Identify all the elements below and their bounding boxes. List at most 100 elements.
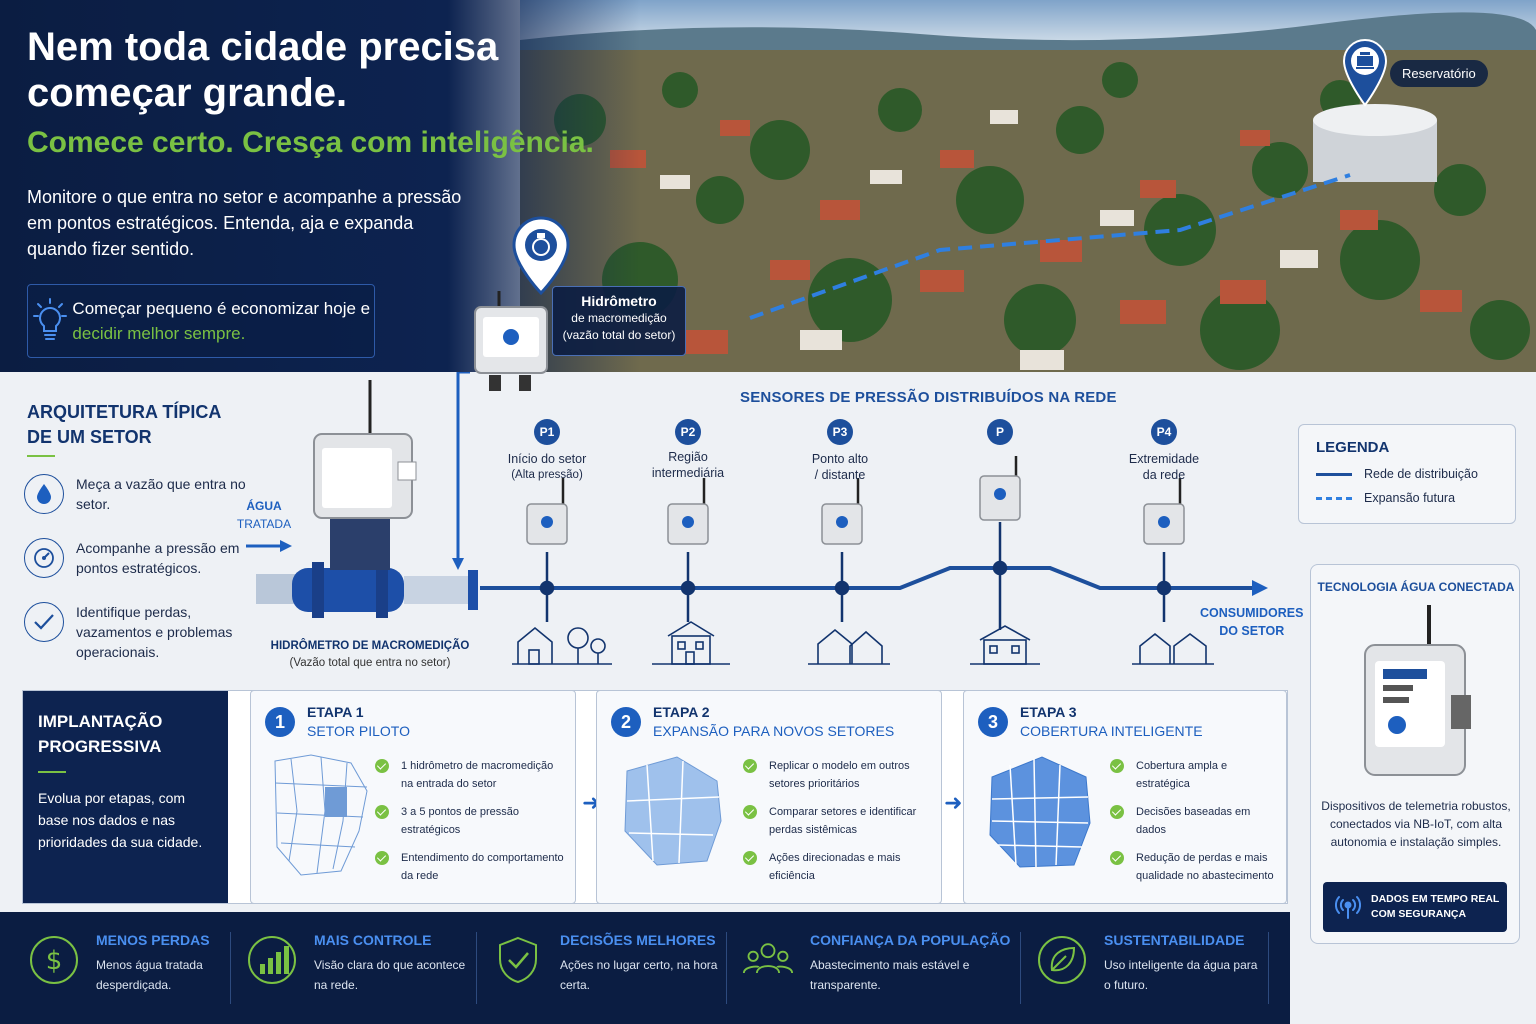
sensor-badge: P3 <box>827 419 853 445</box>
architecture-underline <box>27 455 55 457</box>
list-item: 3 a 5 pontos de pressão estratégicos <box>375 803 565 839</box>
check-icon <box>743 851 757 865</box>
stage-subtitle: COBERTURA INTELIGENTE <box>1020 723 1203 739</box>
check-icon <box>743 805 757 819</box>
sensor-badge: P1 <box>534 419 560 445</box>
hero-title: Nem toda cidade precisa começar grande. <box>27 25 499 115</box>
technology-box: TECNOLOGIA ÁGUA CONECTADA Dispositivos d… <box>1310 564 1520 944</box>
stage-arrow-icon: ➜ <box>944 790 963 815</box>
benefit-sustainability: SUSTENTABILIDADE Uso inteligente da água… <box>1036 912 1257 1024</box>
hero-subtitle: Comece certo. Cresça com inteligência. <box>27 126 594 159</box>
benefits-bar: $ MENOS PERDAS Menos água tratada desper… <box>0 912 1290 1024</box>
check-icon <box>1110 805 1124 819</box>
divider <box>476 932 477 1004</box>
sector-consumers-label: CONSUMIDORES DO SETOR <box>1200 606 1304 638</box>
list-item: 1 hidrômetro de macromedição na entrada … <box>375 757 565 793</box>
stage-number: 2 <box>611 707 641 737</box>
technology-description: Dispositivos de telemetria robustos, con… <box>1321 799 1511 849</box>
check-icon <box>375 759 389 773</box>
reservoir-pin-icon <box>1342 38 1388 113</box>
leaf-icon <box>1036 934 1088 986</box>
meter-device-icon <box>469 291 553 400</box>
stage-3-list: Cobertura ampla e estratégica Decisões b… <box>1110 757 1282 895</box>
divider <box>1268 932 1269 1004</box>
pressure-sensors-title: SENSORES DE PRESSÃO DISTRIBUÍDOS NA REDE <box>740 389 1117 406</box>
implantation-side: IMPLANTAÇÃO PROGRESSIVA Evolua por etapa… <box>23 691 228 903</box>
gauge-icon <box>24 538 64 578</box>
benefit-more-control: MAIS CONTROLE Visão clara do que acontec… <box>246 912 466 1024</box>
stage-2-card: 2 ETAPA 2 EXPANSÃO PARA NOVOS SETORES Re… <box>596 690 942 904</box>
list-item: Cobertura ampla e estratégica <box>1110 757 1282 793</box>
stage-title: ETAPA 1 <box>307 704 364 720</box>
sensor-badge: P4 <box>1151 419 1177 445</box>
arch-item-pressure: Acompanhe a pressão em pontos estratégic… <box>24 538 246 578</box>
hero-section: Nem toda cidade precisa começar grande. … <box>0 0 1536 372</box>
meter-pin-icon <box>512 216 570 301</box>
signal-icon <box>1335 896 1361 919</box>
implantation-title: IMPLANTAÇÃO PROGRESSIVA <box>38 712 163 756</box>
list-item: Ações direcionadas e mais eficiência <box>743 849 933 885</box>
stage-subtitle: EXPANSÃO PARA NOVOS SETORES <box>653 723 895 739</box>
sensor-p3: P3 Ponto alto/ distante <box>780 419 900 483</box>
macro-meter-caption: HIDRÔMETRO DE MACROMEDIÇÃO (Vazão total … <box>270 640 470 669</box>
benefit-population-trust: CONFIANÇA DA POPULAÇÃO Abastecimento mai… <box>742 912 1012 1024</box>
check-icon <box>375 805 389 819</box>
hero-tip-highlight: decidir melhor sempre. <box>72 324 246 343</box>
implantation-description: Evolua por etapas, com base nos dados e … <box>38 790 203 850</box>
check-circle-icon <box>24 602 64 642</box>
check-icon <box>375 851 389 865</box>
shield-check-icon <box>492 934 544 986</box>
arch-item-flow: Meça a vazão que entra no setor. <box>24 474 246 514</box>
coverage-map-icon <box>989 756 1091 868</box>
stage-number: 1 <box>265 707 295 737</box>
stage-1-list: 1 hidrômetro de macromedição na entrada … <box>375 757 565 895</box>
divider <box>726 932 727 1004</box>
svg-text:$: $ <box>46 946 63 976</box>
legend-box: LEGENDA Rede de distribuição Expansão fu… <box>1298 424 1516 524</box>
stage-number: 3 <box>978 707 1008 737</box>
hero-tip-text: Começar pequeno é economizar hoje e deci… <box>72 299 371 343</box>
stage-2-list: Replicar o modelo em outros setores prio… <box>743 757 933 895</box>
treated-water-label: ÁGUA TRATADA <box>236 499 292 531</box>
telemetry-device-icon <box>1364 605 1471 776</box>
technology-title: TECNOLOGIA ÁGUA CONECTADA <box>1317 580 1515 594</box>
city-aerial-image <box>520 0 1536 372</box>
architecture-title: ARQUITETURA TÍPICA DE UM SETOR <box>27 402 221 447</box>
dollar-icon: $ <box>28 934 80 986</box>
list-item: Redução de perdas e mais qualidade no ab… <box>1110 849 1282 885</box>
hero-tip-box: Começar pequeno é economizar hoje e deci… <box>27 284 375 358</box>
benefit-better-decisions: DECISÕES MELHORES Ações no lugar certo, … <box>492 912 717 1024</box>
legend-solid: Rede de distribuição <box>1316 467 1478 481</box>
check-icon <box>1110 851 1124 865</box>
sensor-p-extra: P <box>960 419 1040 445</box>
sector-map-icon <box>274 754 368 876</box>
water-drop-icon <box>24 474 64 514</box>
sectors-map-icon <box>624 756 722 866</box>
network-diagram <box>246 372 1268 665</box>
bar-chart-icon <box>246 934 298 986</box>
people-icon <box>742 934 794 986</box>
stage-3-card: 3 ETAPA 3 COBERTURA INTELIGENTE Cobertur… <box>963 690 1287 904</box>
stage-subtitle: SETOR PILOTO <box>307 723 410 739</box>
list-item: Replicar o modelo em outros setores prio… <box>743 757 933 793</box>
divider <box>1020 932 1021 1004</box>
list-item: Entendimento do comportamento da rede <box>375 849 565 885</box>
reservoir-label: Reservatório <box>1390 60 1488 87</box>
legend-dashed: Expansão futura <box>1316 491 1455 505</box>
divider <box>230 932 231 1004</box>
hero-description: Monitore o que entra no setor e acompanh… <box>27 187 462 259</box>
sensor-badge: P <box>987 419 1013 445</box>
arch-item-losses: Identifique perdas, vazamentos e problem… <box>24 602 246 662</box>
benefit-less-losses: $ MENOS PERDAS Menos água tratada desper… <box>28 912 228 1024</box>
macro-meter-label: Hidrômetro de macromedição (vazão total … <box>552 286 686 356</box>
check-icon <box>1110 759 1124 773</box>
lightbulb-icon <box>28 298 72 344</box>
check-icon <box>743 759 757 773</box>
sensor-badge: P2 <box>675 419 701 445</box>
stage-title: ETAPA 2 <box>653 704 710 720</box>
stage-arrow-icon: ➜ <box>582 790 601 815</box>
stage-title: ETAPA 3 <box>1020 704 1077 720</box>
